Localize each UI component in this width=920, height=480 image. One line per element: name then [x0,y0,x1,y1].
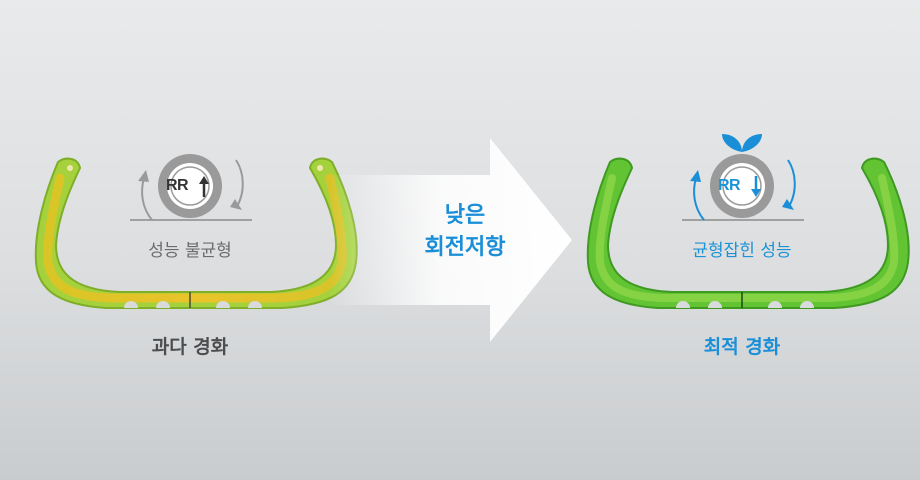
right-arrow-icon [330,138,572,342]
result-label-right: 최적 경화 [703,336,781,358]
arrow-down-icon [751,176,761,197]
leaf-icon [722,134,762,152]
left-panel: RR 성능 불균형 과다 경화 [20,0,360,480]
result-label-left: 과다 경화 [151,336,229,358]
performance-label-right: 균형잡힌 성능 [692,241,792,261]
center-line-2: 회전저항 [424,235,506,260]
low-rolling-resistance-label: 낮은 회전저항 [375,200,555,264]
center-line-1: 낮은 [444,203,486,228]
tire-band-right [595,174,899,302]
tread-grooves-right [676,301,814,308]
arrow-up-icon [199,176,209,197]
performance-label-left: 성능 불균형 [148,241,232,261]
rr-label-right: RR [717,177,741,194]
rr-tire-icon-right [682,134,804,221]
right-panel: RR 균형잡힌 성능 최적 경화 [572,0,912,480]
rotation-arrows-icon [141,177,153,221]
tread-grooves-left [124,301,262,308]
rr-label-left: RR [165,177,189,194]
tire-cross-section-right [586,134,910,309]
transition-arrow [330,130,580,350]
rr-tire-icon-left [130,154,252,221]
